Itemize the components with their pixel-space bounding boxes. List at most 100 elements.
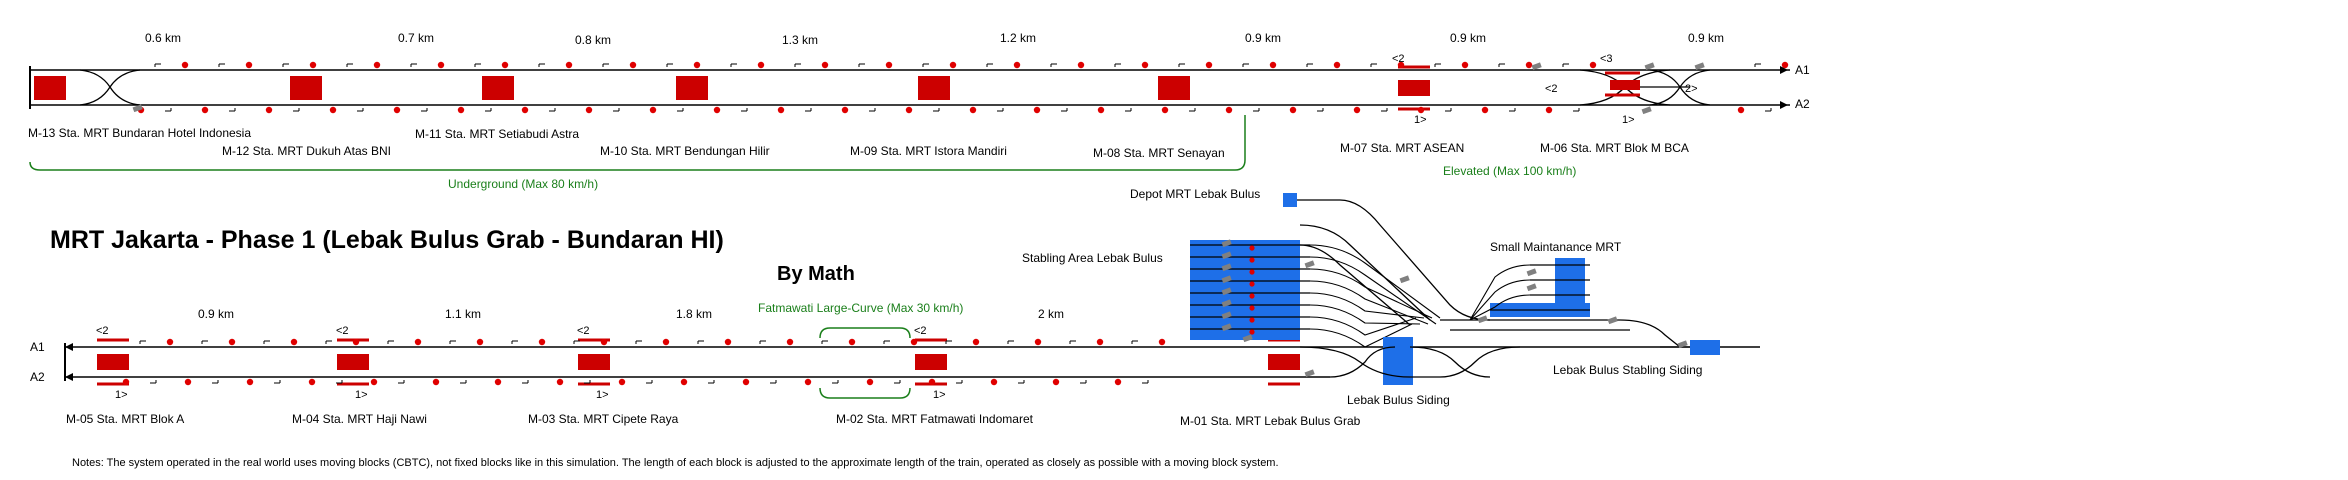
- top-distance-label: 0.6 km: [145, 31, 181, 45]
- depot-label: Depot MRT Lebak Bulus: [1130, 187, 1260, 201]
- signal-light: [885, 61, 893, 69]
- train-marker: [1221, 287, 1232, 296]
- signal-light: [414, 338, 422, 346]
- signal-light: [1417, 106, 1425, 114]
- signal-light: [1589, 61, 1597, 69]
- signal-light: [290, 338, 298, 346]
- signal-light: [949, 61, 957, 69]
- crossover-m13: [79, 69, 141, 106]
- platform-marker: 1>: [1414, 114, 1427, 126]
- stabling-fan-track: [1309, 316, 1417, 336]
- signal-light: [501, 61, 509, 69]
- signal-light: [370, 378, 378, 386]
- station-name-m13: M-13 Sta. MRT Bundaran Hotel Indonesia: [28, 126, 251, 140]
- platform-marker: <2: [914, 325, 927, 337]
- signal-light: [1141, 61, 1149, 69]
- platform-marker: 1>: [115, 389, 128, 401]
- signal-light: [618, 378, 626, 386]
- train-marker: [1221, 263, 1232, 272]
- top-line: 0.6 km 0.7 km 0.8 km 1.3 km 1.2 km 0.9 k…: [28, 31, 1810, 191]
- siding-label: Lebak Bulus Siding: [1347, 393, 1450, 407]
- arrow-icon: [65, 373, 73, 381]
- stabling-fan-track: [1309, 323, 1413, 348]
- station-name-m03: M-03 Sta. MRT Cipete Raya: [528, 412, 679, 426]
- platform-marker: <2: [1545, 83, 1558, 95]
- track-label-a2-bottom: A2: [30, 370, 45, 384]
- signal-light: [184, 378, 192, 386]
- stabling-siding-block: [1690, 340, 1720, 355]
- signal-light: [841, 106, 849, 114]
- signal-light: [1034, 338, 1042, 346]
- signal-light: [494, 378, 502, 386]
- signal-light: [1013, 61, 1021, 69]
- station-block-m12: [290, 76, 322, 100]
- signal-light: [1781, 61, 1789, 69]
- stabling-fan-track: [1309, 304, 1421, 325]
- signal-light: [1249, 293, 1255, 299]
- small-maintenance-label: Small Maintanance MRT: [1490, 240, 1622, 254]
- depot-fan-track: [1299, 244, 1411, 326]
- platform-marker: <2: [336, 325, 349, 337]
- train-marker: [1221, 251, 1232, 260]
- bottom-line: A1 A2 0.9 km 1.1 km 1.8 km 2 km <2 1> <2…: [30, 301, 1760, 428]
- track-label-a1-top: A1: [1795, 63, 1810, 77]
- station-name-m06: M-06 Sta. MRT Blok M BCA: [1540, 141, 1689, 155]
- signal-light: [1397, 61, 1405, 69]
- signal-light: [804, 378, 812, 386]
- depot-fan-track: [1299, 224, 1431, 321]
- fatmawati-curve-bracket-lower: [819, 387, 911, 399]
- bottom-distance-label: 2 km: [1038, 307, 1064, 321]
- signal-light: [1481, 106, 1489, 114]
- signal-light: [848, 338, 856, 346]
- signal-light: [166, 338, 174, 346]
- underground-label: Underground (Max 80 km/h): [448, 177, 598, 191]
- stabling-fan-track: [1309, 244, 1441, 319]
- signal-light: [1249, 281, 1255, 287]
- signal-light: [476, 338, 484, 346]
- signal-light: [122, 378, 130, 386]
- signal-light: [181, 61, 189, 69]
- station-block-m10: [676, 76, 708, 100]
- station-block-m05: [97, 354, 129, 370]
- train-marker: [1242, 334, 1253, 343]
- station-name-m02: M-02 Sta. MRT Fatmawati Indomaret: [836, 412, 1034, 426]
- top-distance-label: 0.8 km: [575, 33, 611, 47]
- train-marker: [1399, 275, 1410, 284]
- signal-light: [1461, 61, 1469, 69]
- signal-light: [1249, 245, 1255, 251]
- train-marker: [1526, 283, 1537, 292]
- top-distance-label: 1.3 km: [782, 33, 818, 47]
- top-signals: [137, 61, 1789, 114]
- signal-light: [437, 61, 445, 69]
- signal-light: [1289, 106, 1297, 114]
- platform-marker: <2: [577, 325, 590, 337]
- top-distance-label: 0.9 km: [1245, 31, 1281, 45]
- signal-light: [600, 338, 608, 346]
- signal-light: [1525, 61, 1533, 69]
- junction-track: [1440, 319, 1681, 348]
- station-name-m01: M-01 Sta. MRT Lebak Bulus Grab: [1180, 414, 1361, 428]
- bottom-distance-label: 1.1 km: [445, 307, 481, 321]
- train-marker: [1477, 315, 1488, 324]
- signal-light: [1249, 317, 1255, 323]
- platform-marker: 1>: [596, 389, 609, 401]
- signal-light: [521, 106, 529, 114]
- platform-marker: 1>: [933, 389, 946, 401]
- footnote: Notes: The system operated in the real w…: [72, 457, 1279, 469]
- train-marker: [1641, 106, 1652, 115]
- signal-light: [556, 378, 564, 386]
- platform-marker: <3: [1600, 53, 1613, 65]
- signal-light: [742, 378, 750, 386]
- arrow-icon: [1780, 66, 1788, 74]
- train-marker: [1526, 268, 1537, 277]
- signal-light: [457, 106, 465, 114]
- signal-light: [308, 378, 316, 386]
- signal-light: [972, 338, 980, 346]
- track-label-a1-bottom: A1: [30, 340, 45, 354]
- signal-light: [724, 338, 732, 346]
- stabling-fan-track: [1309, 256, 1437, 325]
- signal-light: [1249, 329, 1255, 335]
- signal-light: [373, 61, 381, 69]
- signal-light: [1737, 106, 1745, 114]
- top-distance-label: 0.9 km: [1688, 31, 1724, 45]
